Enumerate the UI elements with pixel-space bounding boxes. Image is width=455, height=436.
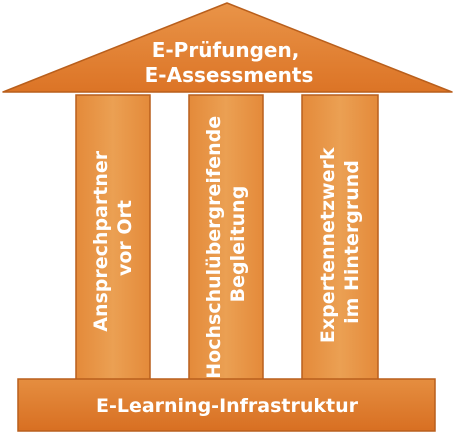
pillar-1-label: Ansprechpartner vor Ort [90,144,136,331]
pillar-1 [75,94,151,381]
roof-label: E-Prüfungen, E-Assessments [145,38,314,87]
pillar-2-label: Hochschulübergreifende Begleitung [203,109,249,378]
roof [2,2,453,93]
pillar-2 [188,94,264,381]
roof-label-line-1: E-Prüfungen, [152,38,300,62]
pillar-3-label-line-2: im Hintergrund [341,160,363,324]
pillar-1-label-line-1: Ansprechpartner [90,150,112,331]
roof-label-line-2: E-Assessments [145,63,314,87]
pillar-3 [301,94,379,381]
pillar-2-label-line-1: Hochschulübergreifende [203,116,225,379]
pillar-3-label: Expertennetzwerk im Hintergrund [317,141,363,343]
pillar-2-label-line-2: Begleitung [227,186,249,303]
foundation-label: E-Learning-Infrastruktur [96,395,359,417]
foundation [17,378,436,432]
pillar-3-label-line-1: Expertennetzwerk [317,147,339,343]
pillar-1-label-line-2: vor Ort [114,200,136,276]
